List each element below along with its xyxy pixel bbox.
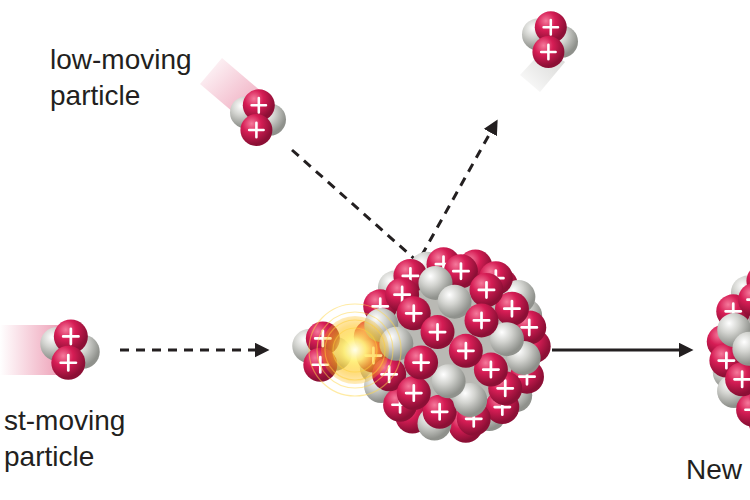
proton-sphere [240, 114, 272, 146]
impact-glow [309, 304, 401, 396]
proton-sphere [404, 346, 438, 380]
plus-sign [474, 313, 489, 328]
plus-sign [544, 20, 558, 34]
plus-sign [63, 329, 78, 344]
deflection-path [292, 126, 494, 262]
proton-sphere [421, 315, 455, 349]
plus-sign [504, 301, 519, 316]
plus-sign [430, 324, 445, 339]
plus-sign [453, 264, 468, 279]
plus-sign [61, 355, 76, 370]
diagram-label: low-moving particle [50, 42, 210, 115]
plus-sign [249, 123, 263, 137]
neutron-sphere [732, 332, 750, 366]
proton-sphere [465, 303, 499, 337]
plus-sign [541, 45, 555, 59]
deflected-alpha-particle [522, 11, 578, 68]
diagram-label: New [686, 452, 746, 488]
label-box: New [686, 452, 746, 488]
neutron-sphere [432, 364, 466, 398]
proton-sphere [736, 393, 750, 427]
plus-sign [479, 282, 494, 297]
impact-path [120, 349, 262, 352]
plus-sign [406, 385, 421, 400]
label-box: low-moving particle [50, 42, 210, 115]
label-box: st-moving particle [4, 403, 164, 476]
proton-sphere [397, 376, 431, 410]
reaction-arrow [552, 349, 686, 352]
plus-sign [432, 404, 447, 419]
fast-alpha-particle [40, 319, 100, 379]
plus-sign [413, 355, 428, 370]
diagram-label: st-moving particle [4, 403, 164, 476]
plus-sign [483, 362, 498, 377]
proton-sphere [469, 273, 503, 307]
proton-sphere [51, 346, 85, 380]
plus-sign [734, 372, 749, 387]
glow-ring [309, 304, 401, 396]
proton-sphere [449, 334, 483, 368]
plus-sign [745, 402, 750, 417]
new-nucleus [707, 252, 750, 448]
proton-sphere [738, 283, 750, 317]
proton-sphere [725, 362, 750, 396]
slow-alpha-particle [230, 89, 286, 146]
glow-core [321, 316, 389, 384]
glow-ring [317, 312, 393, 388]
proton-sphere [532, 36, 564, 68]
plus-sign [458, 343, 473, 358]
plus-sign [406, 306, 421, 321]
plus-sign [747, 292, 750, 307]
plus-sign [252, 98, 266, 112]
plus-sign [522, 320, 537, 335]
